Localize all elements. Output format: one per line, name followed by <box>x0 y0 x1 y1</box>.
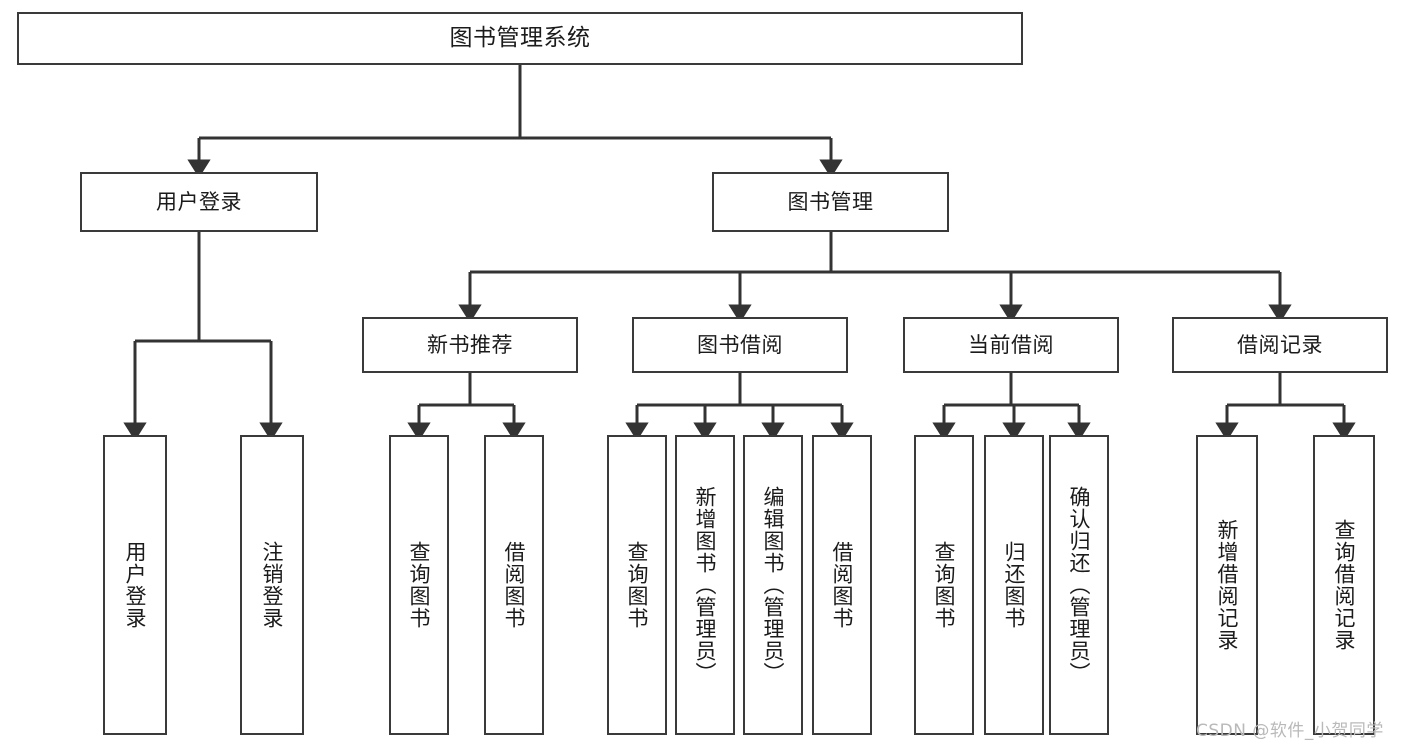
node-user-login[interactable]: 用户登录 <box>80 172 318 232</box>
node-book-management[interactable]: 图书管理 <box>712 172 949 232</box>
node-label: 用户登录 <box>123 541 148 629</box>
node-label: 借阅图书 <box>830 541 855 629</box>
node-book-borrow[interactable]: 图书借阅 <box>632 317 848 373</box>
node-label: 查询图书 <box>625 541 650 629</box>
node-label: 图书借阅 <box>697 332 783 357</box>
node-label: 借阅图书 <box>502 541 527 629</box>
node-label: 图书管理 <box>787 189 874 214</box>
node-label: 编辑图书（管理员） <box>761 486 786 684</box>
node-label: 查询借阅记录 <box>1332 519 1357 651</box>
node-label: 归还图书 <box>1002 541 1027 629</box>
node-leaf-query-record[interactable]: 查询借阅记录 <box>1313 435 1375 735</box>
node-leaf-query-book-2[interactable]: 查询图书 <box>607 435 667 735</box>
node-label: 借阅记录 <box>1237 332 1323 357</box>
node-label: 新书推荐 <box>427 332 513 357</box>
node-label: 新增图书（管理员） <box>693 486 718 684</box>
node-label: 用户登录 <box>156 189 242 214</box>
node-root-book-management-system[interactable]: 图书管理系统 <box>17 12 1023 65</box>
node-current-borrow[interactable]: 当前借阅 <box>903 317 1119 373</box>
node-label: 当前借阅 <box>968 332 1054 357</box>
node-label: 查询图书 <box>932 541 957 629</box>
node-new-book-recommend[interactable]: 新书推荐 <box>362 317 578 373</box>
node-leaf-borrow-book-1[interactable]: 借阅图书 <box>484 435 544 735</box>
node-leaf-logout-login[interactable]: 注销登录 <box>240 435 304 735</box>
node-leaf-add-book[interactable]: 新增图书（管理员） <box>675 435 735 735</box>
node-label: 查询图书 <box>407 541 432 629</box>
node-leaf-user-login[interactable]: 用户登录 <box>103 435 167 735</box>
node-borrow-record[interactable]: 借阅记录 <box>1172 317 1388 373</box>
node-leaf-query-book-1[interactable]: 查询图书 <box>389 435 449 735</box>
node-leaf-borrow-book-2[interactable]: 借阅图书 <box>812 435 872 735</box>
node-leaf-edit-book[interactable]: 编辑图书（管理员） <box>743 435 803 735</box>
node-label: 注销登录 <box>260 541 285 629</box>
node-label: 图书管理系统 <box>449 25 591 52</box>
node-leaf-confirm-return[interactable]: 确认归还（管理员） <box>1049 435 1109 735</box>
node-label: 新增借阅记录 <box>1215 519 1240 651</box>
node-leaf-add-record[interactable]: 新增借阅记录 <box>1196 435 1258 735</box>
node-label: 确认归还（管理员） <box>1067 486 1092 684</box>
node-leaf-query-book-3[interactable]: 查询图书 <box>914 435 974 735</box>
node-leaf-return-book[interactable]: 归还图书 <box>984 435 1044 735</box>
